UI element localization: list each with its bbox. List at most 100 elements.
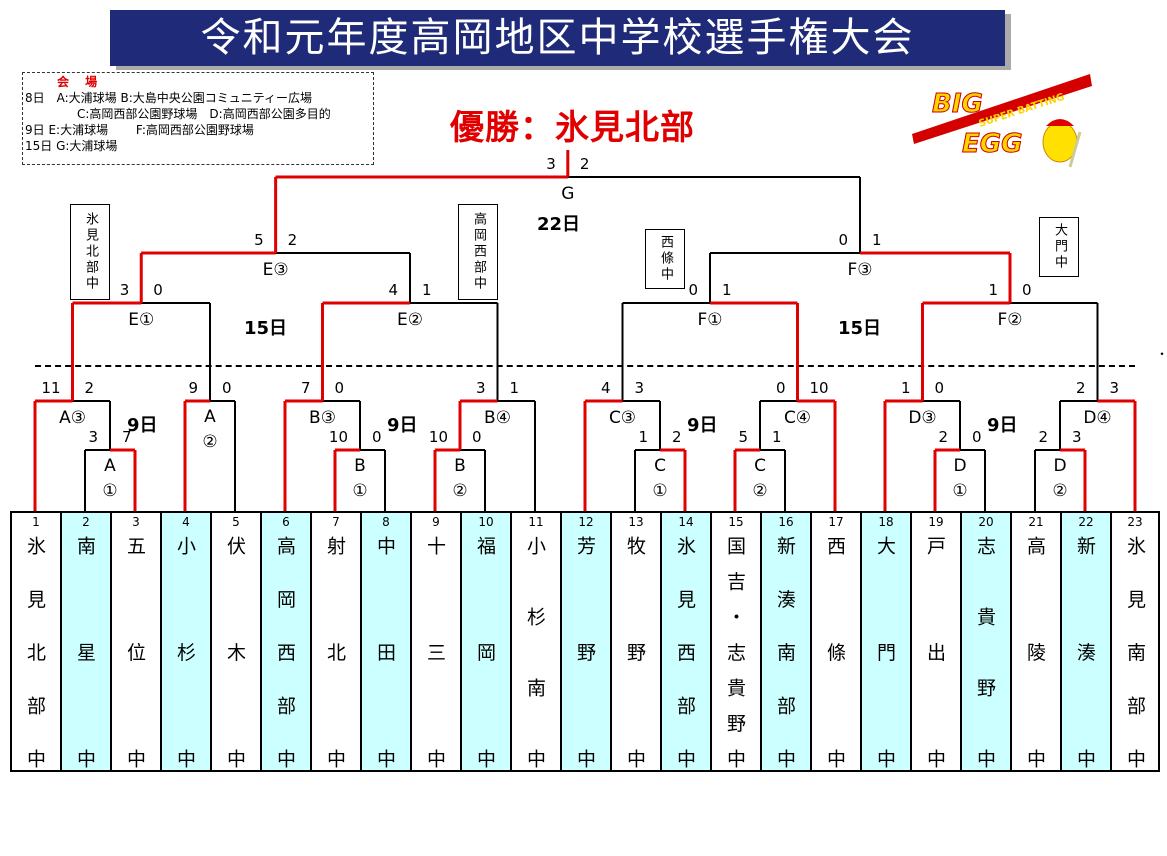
match-label: B④ xyxy=(484,408,511,428)
logo-egg: EGG xyxy=(962,129,1022,159)
date-label: 9日 xyxy=(387,415,418,436)
team-column: 14 氷見西部中 xyxy=(660,511,710,802)
tournament-title: 令和元年度高岡地区中学校選手権大会 xyxy=(110,10,1005,66)
team-number: 1 xyxy=(32,515,40,529)
match-label: B xyxy=(354,456,366,476)
team-name: 志貴野中 xyxy=(974,536,996,820)
champion-banner: 優勝：氷見北部 xyxy=(450,108,695,148)
team-number: 8 xyxy=(382,515,390,529)
team-number: 17 xyxy=(828,515,844,529)
team-name: 氷見西部中 xyxy=(674,536,696,803)
venue-line: C:高岡西部公園野球場 D:高岡西部公園多目的 xyxy=(77,107,331,121)
block-winner-note: 氷見北部中 xyxy=(70,204,110,300)
team-number: 9 xyxy=(432,515,440,529)
match-label: A③ xyxy=(59,408,86,428)
team-number: 19 xyxy=(928,515,944,529)
score-right: 1 xyxy=(872,231,882,249)
block-winner-note: 高岡西部中 xyxy=(458,204,498,300)
match-label: B xyxy=(454,456,466,476)
logo-big: BIG xyxy=(932,89,983,119)
schedule-divider xyxy=(35,365,1135,367)
score-left: 7 xyxy=(301,379,311,397)
block-winner-note: 西條中 xyxy=(645,229,685,289)
team-number: 11 xyxy=(528,515,544,529)
team-column: 11 小杉南中 xyxy=(510,511,560,820)
team-number: 16 xyxy=(778,515,794,529)
match-label: D xyxy=(1053,456,1066,476)
team-name: 十三中 xyxy=(424,536,446,856)
score-left: 3 xyxy=(88,428,98,446)
date-label: 15日 xyxy=(244,318,288,339)
score-right: 0 xyxy=(372,428,382,446)
match-label: ① xyxy=(952,481,967,501)
score-left: 2 xyxy=(1038,428,1048,446)
team-number: 21 xyxy=(1028,515,1044,529)
score-right: 1 xyxy=(422,281,432,299)
score-right: 0 xyxy=(972,428,982,446)
venue-heading: 会 場 xyxy=(57,75,104,89)
team-name: 高岡西部中 xyxy=(274,536,296,803)
match-label: E③ xyxy=(263,260,289,280)
match-label: C xyxy=(754,456,766,476)
team-name: 福岡中 xyxy=(474,536,496,856)
team-number: 14 xyxy=(678,515,694,529)
date-label: 9日 xyxy=(687,415,718,436)
team-name: 小杉南中 xyxy=(524,536,546,820)
logo-stripe xyxy=(912,74,1092,144)
mascot-cap-icon xyxy=(1046,119,1074,126)
team-name: 西條中 xyxy=(824,536,846,856)
date-label: 22日 xyxy=(537,214,581,235)
score-left: 0 xyxy=(688,281,698,299)
team-number: 15 xyxy=(728,515,744,529)
team-name: 中田中 xyxy=(374,536,396,856)
score-right: 2 xyxy=(580,155,590,173)
match-label: E① xyxy=(128,310,154,330)
team-name: 新湊南部中 xyxy=(774,536,796,803)
team-number: 3 xyxy=(132,515,140,529)
date-label: 15日 xyxy=(838,318,882,339)
team-name: 国吉・志貴野中 xyxy=(724,536,746,785)
score-left: 4 xyxy=(388,281,398,299)
team-column: 15 国吉・志貴野中 xyxy=(710,511,760,785)
team-name: 新湊中 xyxy=(1074,536,1096,856)
match-label: F③ xyxy=(847,260,872,280)
team-column: 8 中田中 xyxy=(360,511,410,856)
score-left: 3 xyxy=(120,281,130,299)
match-label: ① xyxy=(102,481,117,501)
score-left: 5 xyxy=(738,428,748,446)
match-label: D③ xyxy=(908,408,936,428)
score-left: 0 xyxy=(838,231,848,249)
match-label: D④ xyxy=(1083,408,1111,428)
team-name: 芳野中 xyxy=(574,536,596,856)
score-right: 1 xyxy=(722,281,732,299)
match-label: ② xyxy=(752,481,767,501)
score-right: 1 xyxy=(510,379,520,397)
score-right: 7 xyxy=(122,428,132,446)
venue-line: 15日 G:大浦球場 xyxy=(25,139,118,153)
match-label: A xyxy=(204,407,216,427)
team-name: 小杉中 xyxy=(174,536,196,856)
date-label: 9日 xyxy=(987,415,1018,436)
team-column: 20 志貴野中 xyxy=(960,511,1010,820)
score-right: 0 xyxy=(222,379,232,397)
score-left: 11 xyxy=(41,379,60,397)
match-label: C③ xyxy=(609,408,636,428)
match-label: C xyxy=(654,456,666,476)
score-right: 3 xyxy=(1110,379,1120,397)
venue-line: 9日 E:大浦球場 F:高岡西部公園野球場 xyxy=(25,123,254,137)
match-label: ② xyxy=(1052,481,1067,501)
team-number: 20 xyxy=(978,515,994,529)
score-right: 0 xyxy=(472,428,482,446)
venue-legend: 会 場 8日 A:大浦球場 B:大島中央公園コミュニティー広場 C:高岡西部公園… xyxy=(22,72,374,165)
score-right: 0 xyxy=(1022,281,1032,299)
team-number: 5 xyxy=(232,515,240,529)
